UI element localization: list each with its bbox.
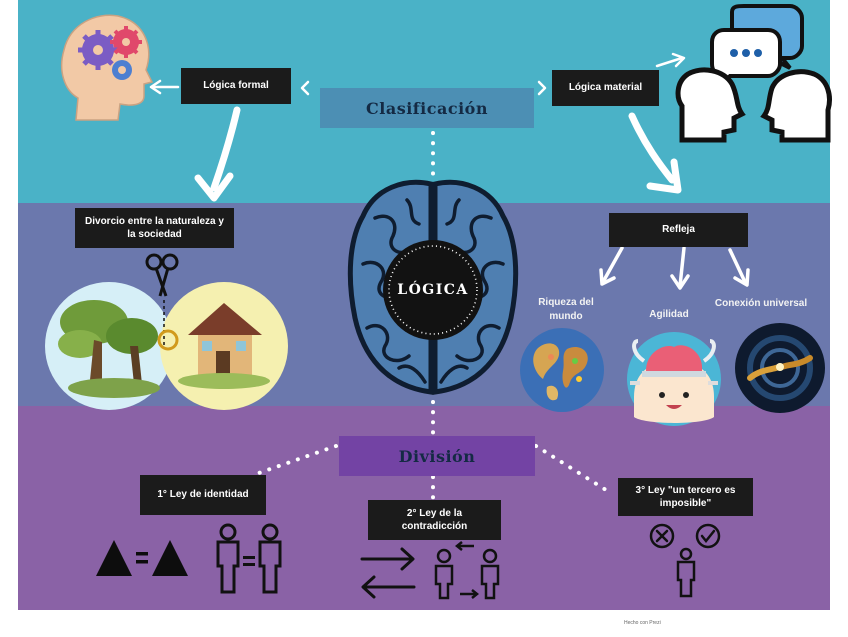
- ley-identidad-box: 1° Ley de identidad: [140, 475, 266, 515]
- divorcio-box: Divorcio entre la naturaleza y la socied…: [75, 208, 234, 248]
- house-icon: [160, 282, 288, 410]
- refleja-box: Refleja: [609, 213, 748, 247]
- person-choice-icon: [649, 523, 721, 598]
- world-map-icon: [520, 328, 604, 412]
- ley-contradiccion-box: 2° Ley de la contradicción: [368, 500, 501, 540]
- conexion-label: Conexión universal: [714, 298, 808, 309]
- riqueza-label: Riqueza del mundo: [538, 297, 594, 322]
- footer-credit: Hecho con Prezi: [624, 620, 661, 626]
- happy-brain-icon: [627, 332, 721, 426]
- opposite-arrows-icon: [360, 547, 416, 599]
- ley-tercero-box: 3° Ley "un tercero es imposible": [618, 478, 753, 516]
- triangles-equal-icon: [96, 540, 188, 576]
- persons-equal-icon: [216, 523, 282, 594]
- scissors-icon: [145, 253, 179, 351]
- head-gears-icon: [60, 14, 154, 121]
- brain-icon: [347, 179, 519, 395]
- nature-tree-icon: [45, 282, 173, 410]
- division-title: División: [339, 436, 535, 476]
- center-logica-label: LÓGICA: [397, 282, 469, 298]
- speech-bubbles-icon: [675, 3, 832, 143]
- clasificacion-title: Clasificación: [320, 88, 534, 128]
- agilidad-label: Agilidad: [649, 309, 689, 320]
- logica-formal-box: Lógica formal: [181, 68, 291, 104]
- logica-material-box: Lógica material: [552, 70, 659, 106]
- persons-swap-icon: [434, 541, 500, 600]
- cosmic-hands-icon: [735, 323, 825, 413]
